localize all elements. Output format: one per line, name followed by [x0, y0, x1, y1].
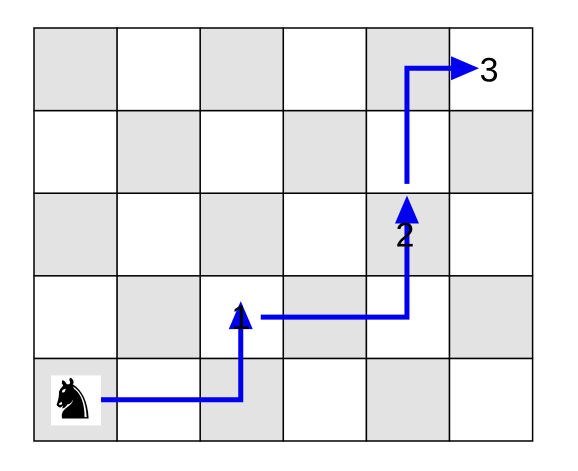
board-square [448, 275, 534, 360]
board-square [33, 275, 118, 360]
board-square [116, 192, 201, 277]
move-arrow-line [404, 65, 458, 184]
board-square [448, 357, 534, 442]
step-labels: 1 2 3 [231, 51, 498, 337]
board-square [282, 357, 368, 442]
board-square [199, 109, 285, 194]
board-square [365, 357, 451, 442]
board-square [199, 192, 285, 277]
arrow-head [228, 301, 253, 330]
board-squares [33, 27, 534, 442]
move-arrow-line [260, 223, 410, 320]
arrow-head [451, 56, 480, 81]
board-square [33, 109, 118, 194]
board-square [199, 27, 285, 112]
arrow-head [394, 195, 419, 224]
board-square [33, 27, 118, 112]
knight-square-highlight [51, 375, 101, 426]
step-label-3: 3 [480, 51, 499, 89]
step-label-2: 2 [395, 217, 414, 255]
board-square [282, 109, 368, 194]
board-square [282, 192, 368, 277]
board-square [116, 275, 201, 360]
black-knight-icon: ♞ [47, 368, 97, 433]
knight-piece: ♞ [47, 368, 101, 433]
step-label-1: 1 [231, 299, 250, 337]
board-square [448, 109, 534, 194]
board-square [116, 27, 201, 112]
move-arrow-line [81, 325, 244, 403]
knight-move-arrows [81, 56, 480, 403]
board-square [282, 27, 368, 112]
board-square [448, 192, 534, 277]
board-square [116, 109, 201, 194]
board-square [33, 192, 118, 277]
